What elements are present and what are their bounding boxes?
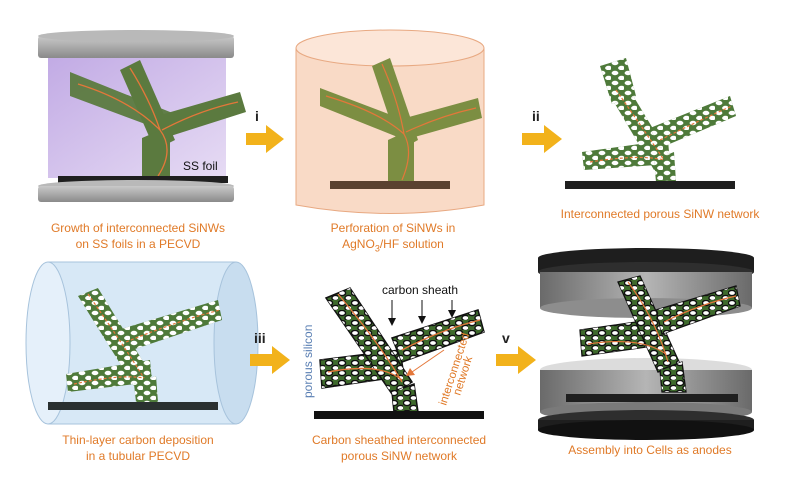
caption-line: in a tubular PECVD xyxy=(85,449,191,463)
panel-carbon-sheathed: carbon sheath interconnected network por… xyxy=(301,283,485,419)
panel-pecvd-growth: SS foil xyxy=(38,30,246,202)
arrow-step-v xyxy=(496,346,536,374)
sinw-network-porous xyxy=(582,58,736,182)
porous-substrate xyxy=(565,181,735,189)
caption-line: Assembly into Cells as anodes xyxy=(568,443,732,457)
tube-end-left xyxy=(25,261,71,425)
foil-in-solution xyxy=(330,181,450,189)
step-label-i: i xyxy=(255,108,259,124)
arrow-step-i xyxy=(246,125,284,153)
sinw-network-solid xyxy=(70,60,246,178)
bottom-electrode xyxy=(38,186,234,202)
arrow-step-ii xyxy=(522,125,562,153)
step-label-v: v xyxy=(502,330,510,346)
sinw-network-etching xyxy=(320,58,482,182)
sinw-network-anode xyxy=(579,275,741,393)
caption-fragment: AgNO xyxy=(342,237,375,251)
panel-tubular-pecvd xyxy=(25,261,259,425)
caption-pecvd-growth: Growth of interconnected SiNWs on SS foi… xyxy=(18,220,258,252)
carbon-sheath-label: carbon sheath xyxy=(382,283,458,297)
sinw-network-tube xyxy=(66,288,222,402)
tube-substrate xyxy=(48,402,218,410)
caption-line: Perforation of SiNWs in xyxy=(330,221,456,235)
caption-porous-network: Interconnected porous SiNW network xyxy=(530,206,790,222)
caption-line: porous SiNW network xyxy=(340,449,458,463)
ss-foil-label: SS foil xyxy=(183,159,218,173)
caption-carbon-sheathed: Carbon sheathed interconnected porous Si… xyxy=(284,432,514,464)
arrow-step-iii xyxy=(250,346,290,374)
tube-end-right xyxy=(213,261,259,425)
panel-cell-assembly xyxy=(538,248,754,440)
caption-line: on SS foils in a PECVD xyxy=(75,237,201,251)
porous-silicon-label: porous silicon xyxy=(301,325,315,398)
ss-foil-substrate xyxy=(58,176,228,183)
anode-foil xyxy=(566,394,738,402)
step-label-iii: iii xyxy=(254,330,266,346)
caption-line: Interconnected porous SiNW network xyxy=(560,207,760,221)
sinw-network-sheathed xyxy=(319,287,485,413)
caption-line: Thin-layer carbon deposition xyxy=(62,433,214,447)
step-label-ii: ii xyxy=(532,108,540,124)
caption-subscript: 3 xyxy=(374,243,380,254)
caption-line: Carbon sheathed interconnected xyxy=(311,433,487,447)
panel-porous-network xyxy=(565,58,736,189)
sheathed-substrate xyxy=(314,411,484,419)
caption-fragment: /HF solution xyxy=(379,237,444,251)
caption-cell-assembly: Assembly into Cells as anodes xyxy=(540,442,760,458)
caption-line: AgNO3/HF solution xyxy=(288,236,498,256)
panel-etching-beaker xyxy=(295,29,485,214)
network-pointer xyxy=(411,349,445,373)
top-electrode xyxy=(38,36,234,58)
caption-carbon-deposition: Thin-layer carbon deposition in a tubula… xyxy=(18,432,258,464)
caption-line: Growth of interconnected SiNWs xyxy=(50,221,226,235)
caption-perforation: Perforation of SiNWs in AgNO3/HF solutio… xyxy=(288,220,498,256)
